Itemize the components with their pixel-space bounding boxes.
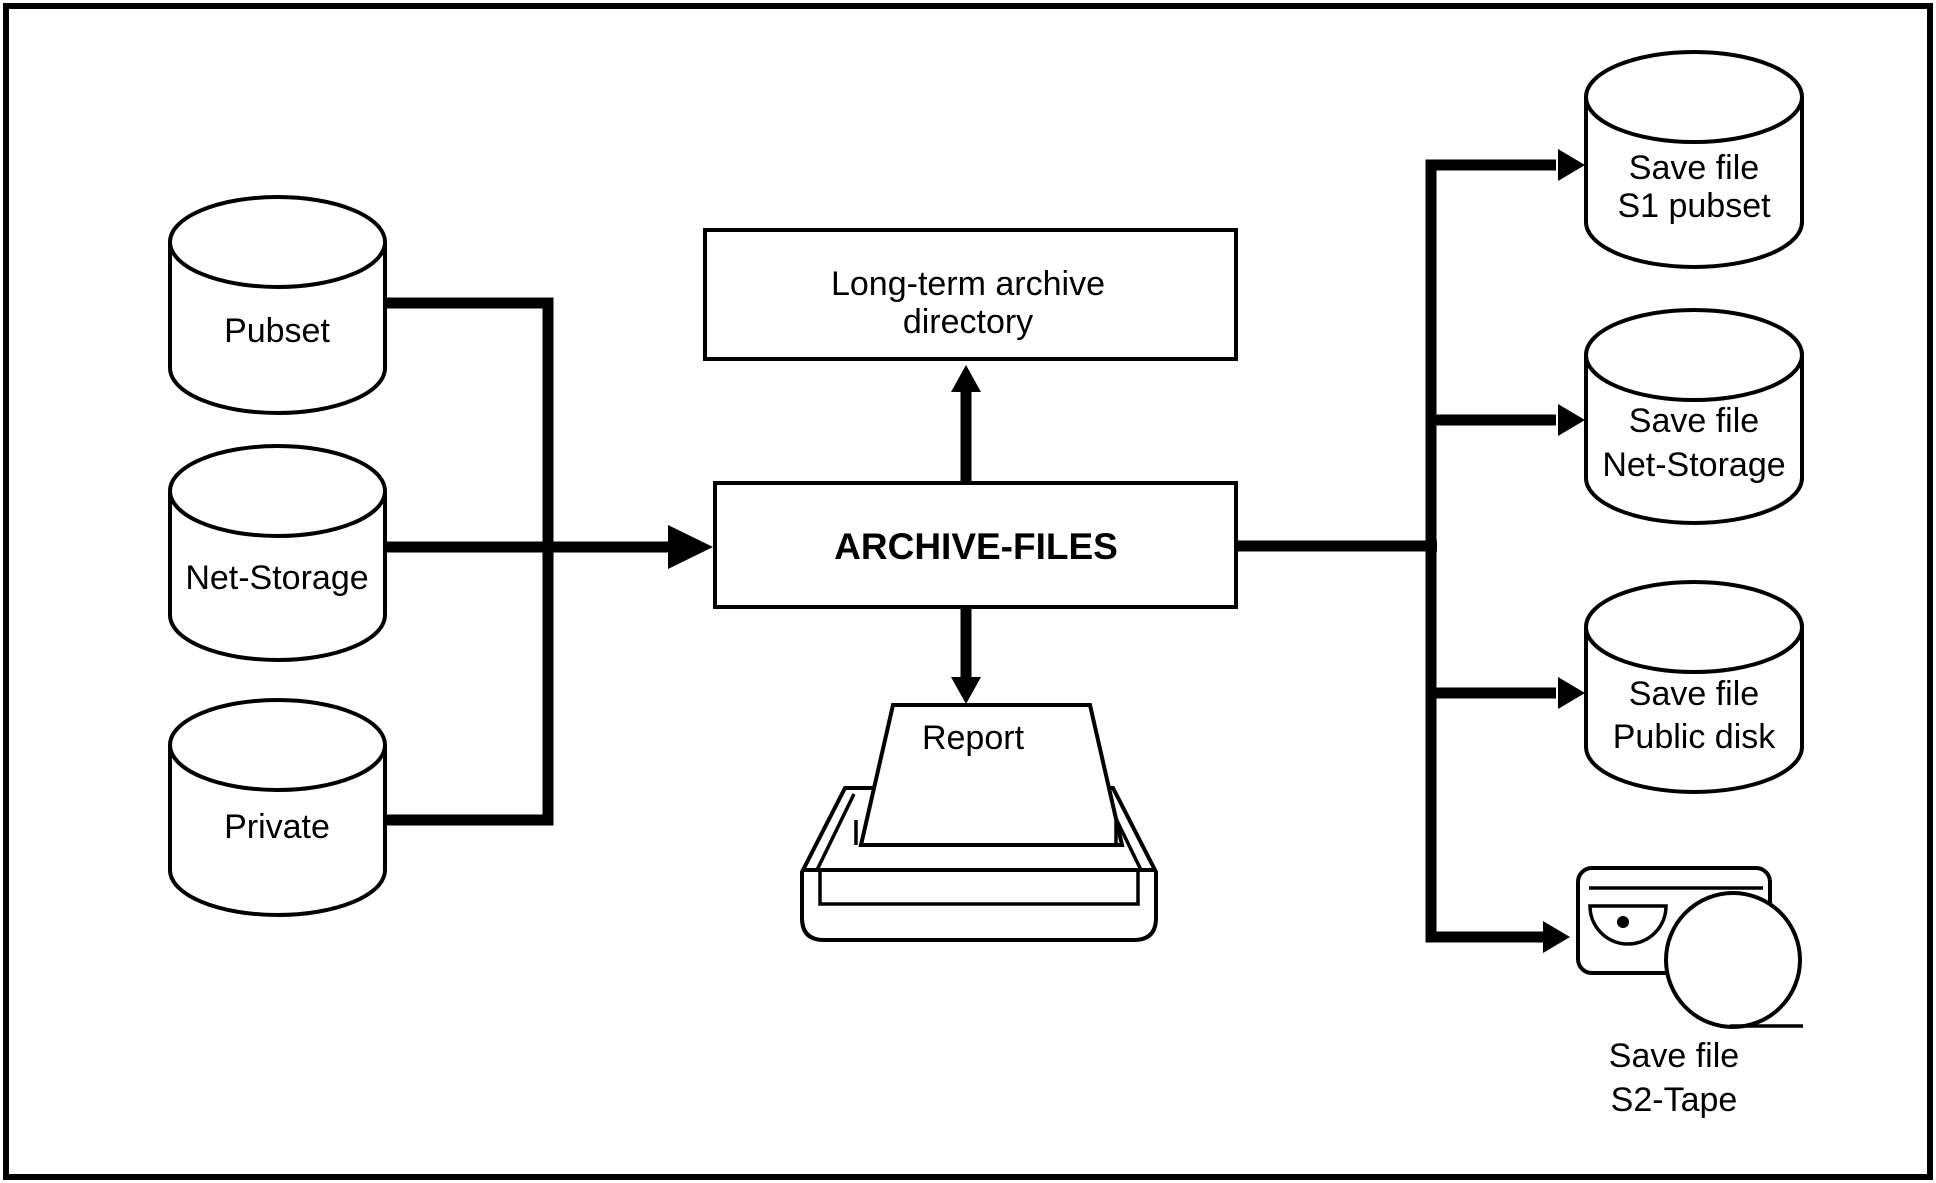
s1-pubset-line2: S1 pubset bbox=[1617, 187, 1771, 225]
arrowhead-net-storage bbox=[1558, 404, 1585, 436]
tape-hub-dot bbox=[1617, 916, 1629, 928]
source-connector-lines bbox=[385, 297, 713, 826]
cylinder-top bbox=[168, 195, 387, 289]
cylinder-top bbox=[1584, 308, 1804, 402]
source-cylinder-private: Private bbox=[168, 698, 387, 917]
s1-pubset-line1: Save file bbox=[1629, 149, 1759, 187]
destination-trunk-line bbox=[1425, 159, 1556, 943]
directory-box-line2: directory bbox=[903, 303, 1033, 341]
archive-files-label: ARCHIVE-FILES bbox=[834, 526, 1118, 567]
arrowhead-s1-pubset bbox=[1558, 149, 1585, 181]
cylinder-body bbox=[168, 491, 387, 662]
dest-cylinder-s1-pubset: Save file S1 pubset bbox=[1584, 50, 1804, 269]
cylinder-top bbox=[1584, 50, 1804, 144]
arrowhead-down bbox=[951, 677, 981, 704]
directory-box: Long-term archive directory bbox=[703, 228, 1238, 361]
printer: Report bbox=[800, 703, 1158, 942]
arrowhead-s2-tape bbox=[1543, 921, 1570, 953]
cylinder-body bbox=[1584, 355, 1804, 525]
cylinder-top bbox=[168, 444, 387, 538]
public-disk-line1: Save file bbox=[1629, 675, 1759, 713]
directory-box-line1: Long-term archive bbox=[831, 265, 1105, 303]
s2-tape-line2: S2-Tape bbox=[1611, 1081, 1738, 1119]
arrow-archive-to-report bbox=[951, 607, 981, 704]
arrowhead-up bbox=[951, 365, 981, 392]
cylinder-body bbox=[168, 745, 387, 917]
printer-front-panel bbox=[818, 870, 1140, 906]
save-net-storage-line2: Net-Storage bbox=[1602, 446, 1785, 484]
arrow-archive-to-directory bbox=[951, 365, 981, 482]
dest-cylinder-net-storage: Save file Net-Storage bbox=[1584, 308, 1804, 525]
destination-connector-lines bbox=[1236, 149, 1585, 953]
private-label: Private bbox=[224, 808, 330, 846]
cylinder-body bbox=[168, 242, 387, 415]
directory-box-frame bbox=[703, 228, 1238, 361]
save-net-storage-line1: Save file bbox=[1629, 402, 1759, 440]
pubset-label: Pubset bbox=[224, 312, 330, 350]
archive-files-box: ARCHIVE-FILES bbox=[713, 481, 1238, 609]
net-storage-label: Net-Storage bbox=[185, 559, 368, 597]
arrowhead-into-archive-box bbox=[668, 525, 713, 569]
cylinder-body bbox=[1584, 627, 1804, 794]
cylinder-body bbox=[1584, 97, 1804, 269]
tape-device: Save file S2-Tape bbox=[1576, 866, 1803, 1119]
report-label: Report bbox=[922, 719, 1025, 757]
source-cylinder-net-storage: Net-Storage bbox=[168, 444, 387, 662]
pubset-private-trunk-line bbox=[385, 297, 554, 826]
archive-files-box-frame bbox=[713, 481, 1238, 609]
s2-tape-line1: Save file bbox=[1609, 1037, 1739, 1075]
report-paper bbox=[858, 703, 1125, 847]
dest-cylinder-public-disk: Save file Public disk bbox=[1584, 580, 1804, 794]
cylinder-top bbox=[168, 698, 387, 792]
arrowhead-public-disk bbox=[1558, 677, 1585, 709]
source-cylinder-pubset: Pubset bbox=[168, 195, 387, 415]
public-disk-line2: Public disk bbox=[1613, 718, 1777, 756]
printer-left-rim bbox=[815, 793, 856, 871]
cylinder-top bbox=[1584, 580, 1804, 674]
tape-reel-circle bbox=[1664, 891, 1802, 1029]
